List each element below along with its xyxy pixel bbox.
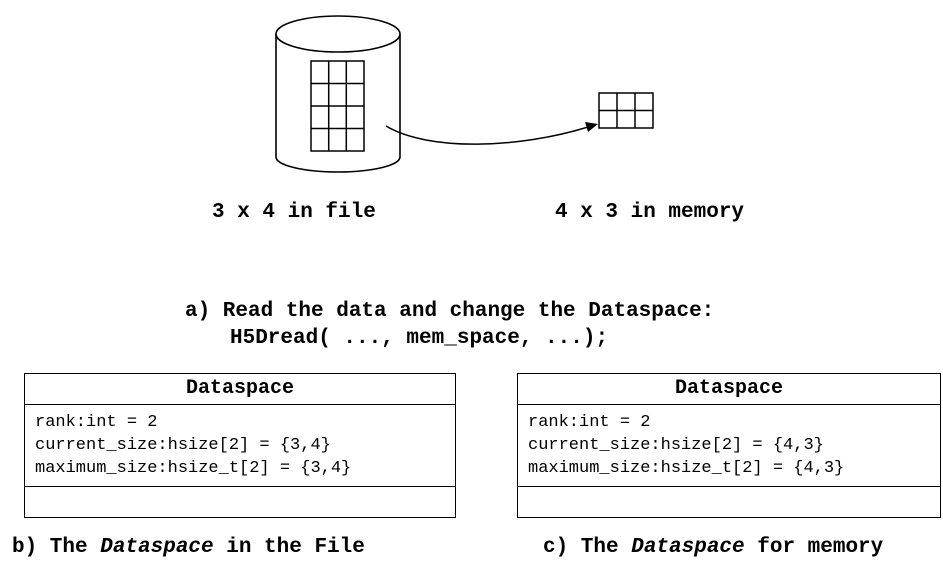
file-grid-3x4 xyxy=(310,60,365,152)
memory-attr-maximum-size: maximum_size:hsize_t[2] = {4,3} xyxy=(528,459,845,478)
caption-c: c) The Dataspace for memory xyxy=(543,535,883,561)
file-attr-rank: rank:int = 2 xyxy=(35,413,158,432)
caption-a-line2: H5Dread( ..., mem_space, ...); xyxy=(230,327,609,350)
dataspace-file-title: Dataspace xyxy=(25,374,455,405)
read-arrow xyxy=(385,125,589,145)
dataspace-file-operations xyxy=(25,487,455,511)
file-attr-maximum-size: maximum_size:hsize_t[2] = {3,4} xyxy=(35,459,352,478)
caption-b-italic: Dataspace xyxy=(100,536,214,559)
dataspace-memory-title: Dataspace xyxy=(518,374,940,405)
memory-attr-rank: rank:int = 2 xyxy=(528,413,651,432)
caption-c-suffix: for memory xyxy=(744,536,884,559)
dataspace-file-attributes: rank:int = 2 current_size:hsize[2] = {3,… xyxy=(25,405,455,487)
dataspace-memory-operations xyxy=(518,487,940,511)
dataspace-memory-attributes: rank:int = 2 current_size:hsize[2] = {4,… xyxy=(518,405,940,487)
dataspace-memory-box: Dataspace rank:int = 2 current_size:hsiz… xyxy=(517,373,941,518)
caption-b-prefix: b) The xyxy=(12,536,101,559)
caption-a-line1: a) Read the data and change the Dataspac… xyxy=(185,300,715,323)
dataspace-file-box: Dataspace rank:int = 2 current_size:hsiz… xyxy=(24,373,456,518)
file-attr-current-size: current_size:hsize[2] = {3,4} xyxy=(35,436,331,455)
caption-b-suffix: in the File xyxy=(213,536,365,559)
memory-grid-4x3 xyxy=(598,92,654,129)
file-size-label: 3 x 4 in file xyxy=(212,201,376,224)
memory-size-label: 4 x 3 in memory xyxy=(555,201,745,224)
file-cylinder-icon xyxy=(275,15,401,173)
read-arrowhead-icon xyxy=(585,122,598,132)
caption-c-italic: Dataspace xyxy=(631,536,745,559)
diagram-graphics xyxy=(275,15,654,173)
caption-c-prefix: c) The xyxy=(543,536,632,559)
memory-attr-current-size: current_size:hsize[2] = {4,3} xyxy=(528,436,824,455)
caption-b: b) The Dataspace in the File xyxy=(12,535,365,561)
